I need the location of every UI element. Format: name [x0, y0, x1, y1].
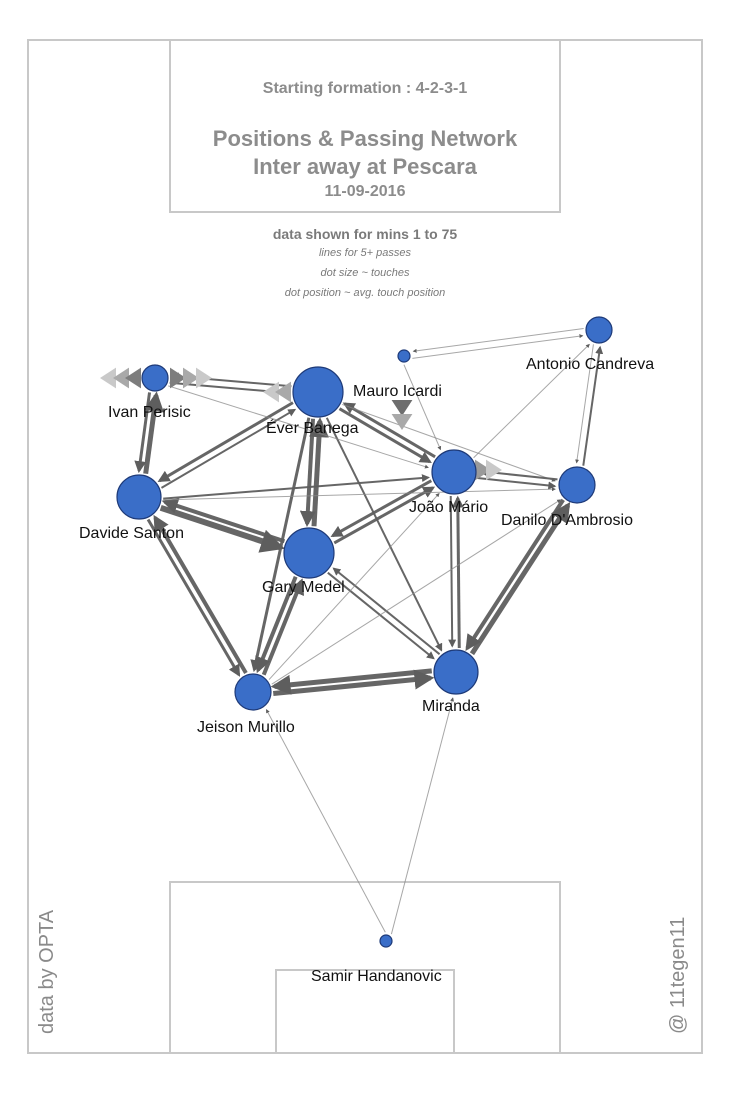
pass-line-candreva-to-icardi: [412, 328, 584, 353]
pass-line-santon-to-joao: [163, 474, 430, 500]
pass-line-banega-to-murillo: [250, 417, 311, 673]
player-label-banega: Éver Banega: [266, 420, 359, 437]
pass-line-icardi-to-candreva: [412, 334, 584, 359]
match-date: 11-09-2016: [324, 183, 406, 200]
pass-line-perisic-to-santon: [134, 392, 152, 474]
direction-arrow-10: [475, 459, 491, 481]
player-node-miranda: [433, 649, 479, 695]
player-node-santon: [116, 474, 162, 520]
player-label-icardi: Mauro Icardi: [353, 383, 442, 400]
direction-arrow-8: [391, 400, 413, 416]
player-node-handanovic: [379, 934, 393, 948]
pass-line-santon-to-dambrosio: [163, 487, 556, 501]
player-node-perisic: [141, 364, 169, 392]
pass-line-murillo-to-dambrosio: [271, 499, 562, 685]
pass-line-perisic-to-joao: [168, 385, 429, 469]
pass-line-murillo-to-santon: [153, 514, 248, 674]
direction-arrow-6: [263, 381, 279, 403]
pass-line-joao-to-medel: [330, 479, 433, 538]
diagram-subtitle: Inter away at Pescara: [253, 154, 477, 179]
direction-arrow-4: [183, 367, 199, 389]
pass-line-banega-to-santon: [157, 401, 294, 483]
lines-note: lines for 5+ passes: [318, 247, 412, 259]
player-node-medel: [283, 527, 335, 579]
player-node-joao: [431, 449, 477, 495]
pass-line-joao-to-miranda: [448, 496, 457, 648]
pass-line-medel-to-miranda: [327, 571, 435, 660]
pass-line-dambrosio-to-miranda: [465, 498, 565, 651]
direction-arrow-9: [391, 414, 413, 430]
direction-arrow-11: [486, 459, 502, 481]
diagram-title: Positions & Passing Network: [212, 126, 518, 151]
pass-line-handanovic-to-miranda: [390, 697, 454, 935]
pass-line-medel-to-banega: [308, 417, 329, 527]
player-node-candreva: [585, 316, 613, 344]
pass-line-banega-to-dambrosio: [342, 403, 556, 482]
player-node-banega: [292, 366, 344, 418]
pass-line-banega-to-miranda: [325, 417, 443, 652]
player-label-dambrosio: Danilo D'Ambrosio: [501, 512, 633, 529]
pass-lines: [134, 328, 604, 935]
player-label-murillo: Jeison Murillo: [197, 719, 295, 736]
pass-line-banega-to-joao: [338, 407, 432, 464]
pass-line-santon-to-medel: [159, 504, 285, 553]
author-credit: @ 11tegen11: [667, 916, 689, 1034]
direction-arrow-1: [113, 367, 129, 389]
direction-arrow-7: [275, 381, 291, 403]
pass-line-santon-to-banega: [160, 408, 297, 489]
player-label-medel: Gary Medel: [262, 579, 345, 596]
pass-line-medel-to-santon: [161, 498, 286, 544]
player-nodes: [116, 316, 613, 948]
pass-line-miranda-to-dambrosio: [469, 502, 571, 656]
player-label-santon: Davide Santon: [79, 525, 184, 542]
pass-line-murillo-to-miranda: [273, 669, 435, 697]
pass-line-medel-to-joao: [333, 486, 436, 545]
data-source-credit: data by OPTA: [36, 909, 58, 1034]
direction-arrow-5: [196, 367, 212, 389]
direction-arrow-0: [100, 367, 116, 389]
pass-line-santon-to-murillo: [146, 518, 241, 677]
player-node-dambrosio: [558, 466, 596, 504]
pass-line-miranda-to-joao: [451, 495, 464, 648]
pass-line-icardi-to-joao: [403, 364, 442, 451]
player-node-icardi: [397, 349, 411, 363]
pass-line-candreva-to-dambrosio: [575, 344, 594, 464]
player-label-joao: João Mário: [409, 499, 489, 516]
direction-arrows: [100, 367, 502, 481]
pass-line-joao-to-dambrosio: [477, 477, 557, 490]
direction-arrow-2: [125, 367, 141, 389]
player-node-murillo: [234, 673, 272, 711]
player-label-perisic: Ivan Perisic: [108, 404, 191, 421]
pass-line-santon-to-perisic: [143, 391, 164, 475]
direction-arrow-3: [170, 367, 186, 389]
player-label-miranda: Miranda: [422, 698, 480, 715]
pass-line-dambrosio-to-candreva: [582, 345, 604, 466]
player-label-candreva: Antonio Candreva: [526, 356, 655, 373]
formation-label: Starting formation : 4-2-3-1: [262, 80, 468, 97]
minutes-note: data shown for mins 1 to 75: [272, 226, 458, 242]
pass-line-murillo-to-medel: [261, 578, 305, 676]
pass-line-joao-to-banega: [342, 402, 436, 459]
top-penalty-box: [169, 39, 561, 213]
pass-line-miranda-to-murillo: [270, 668, 433, 695]
bottom-goal-box: [275, 969, 455, 1054]
dot-size-note: dot size ~ touches: [320, 267, 410, 279]
pass-line-handanovic-to-murillo: [266, 709, 386, 933]
pass-line-murillo-to-joao: [268, 492, 440, 680]
dot-position-note: dot position ~ avg. touch position: [284, 287, 446, 299]
pass-line-joao-to-candreva: [473, 343, 590, 459]
player-label-handanovic: Samir Handanovic: [311, 968, 442, 985]
